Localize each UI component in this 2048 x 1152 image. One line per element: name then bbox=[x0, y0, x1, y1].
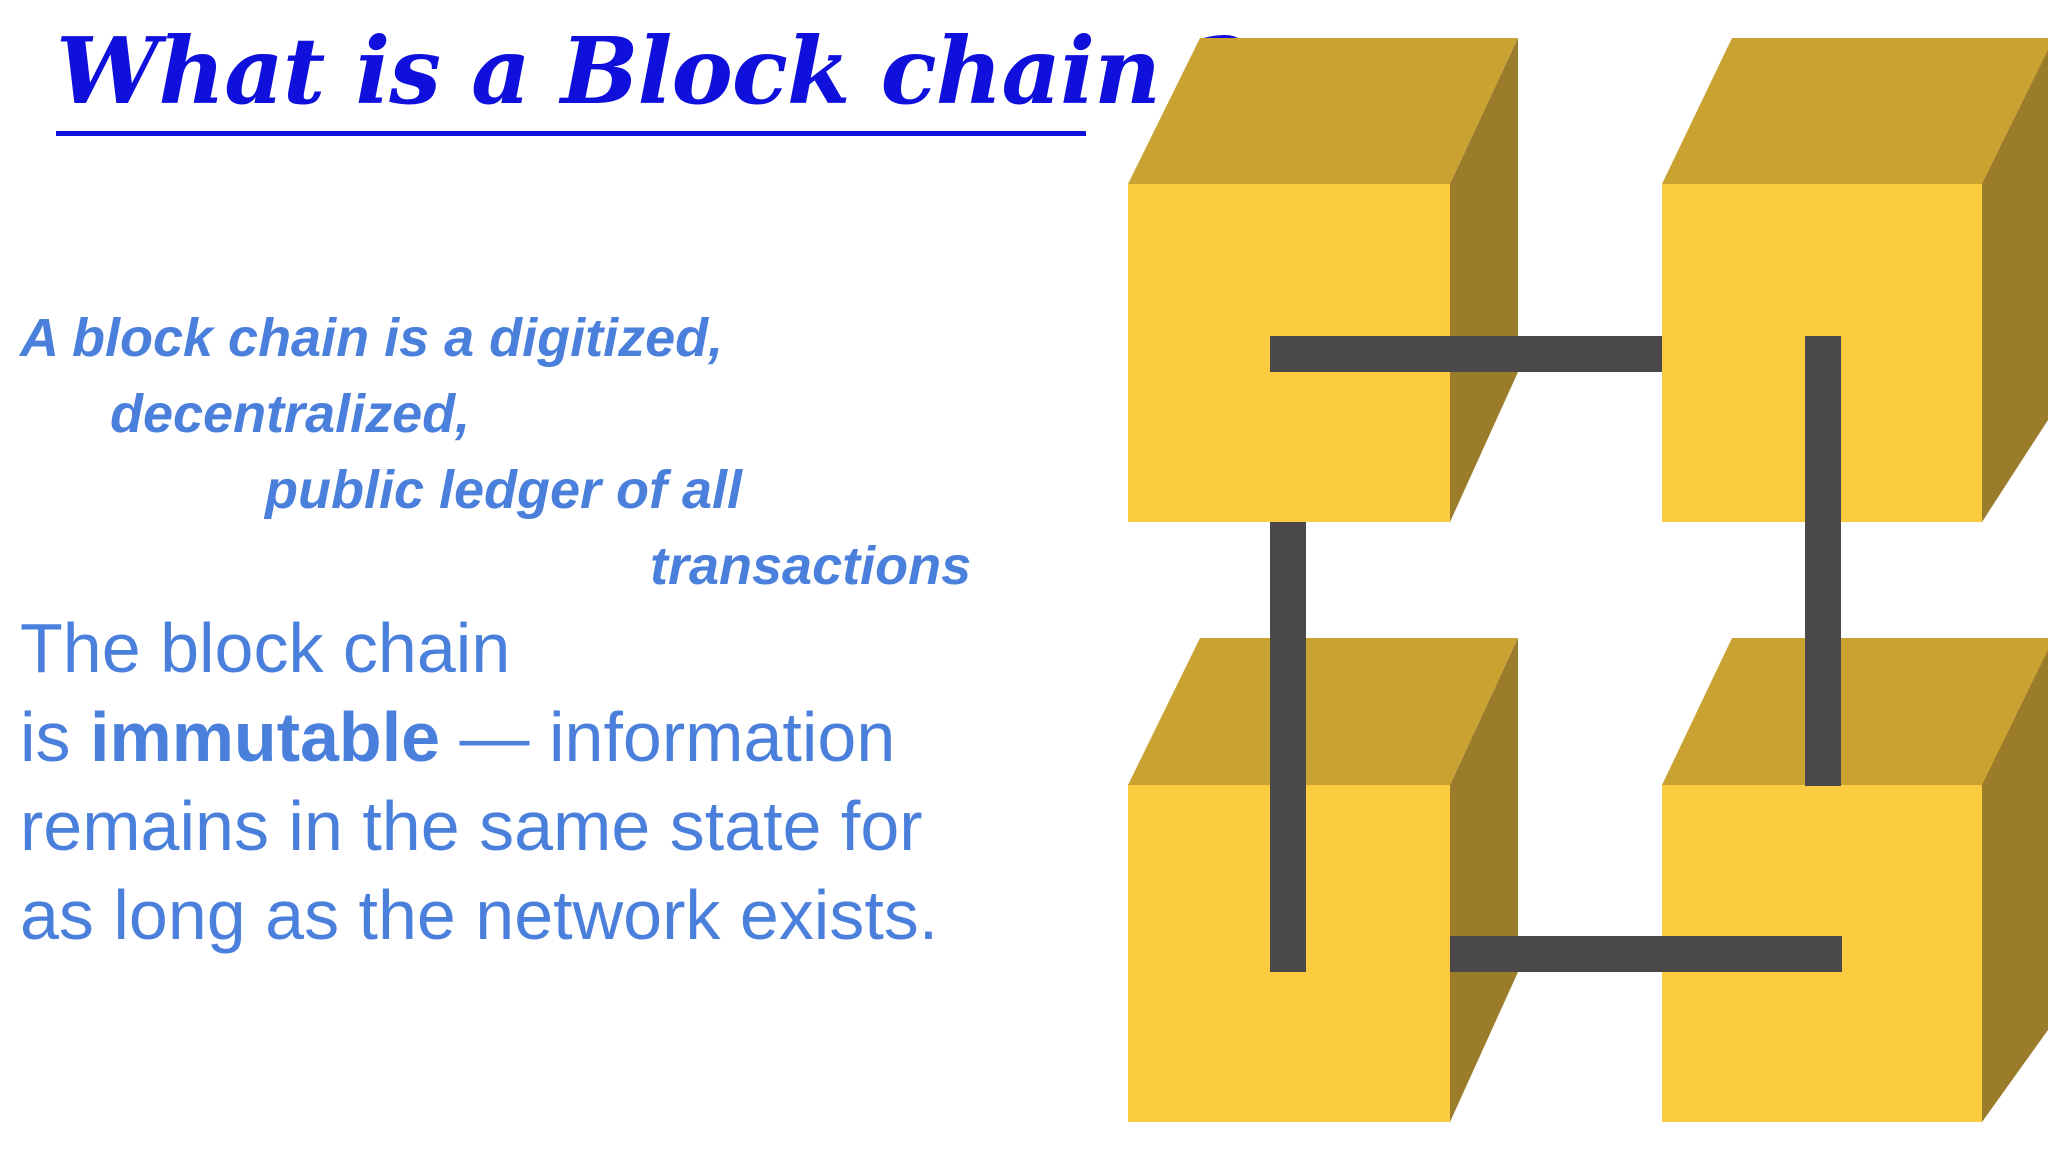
paragraph-line: as long as the network exists. bbox=[20, 876, 939, 954]
immutable-emphasis: immutable bbox=[90, 698, 441, 776]
chain-link-bottom bbox=[1450, 936, 1842, 972]
title-underline bbox=[56, 131, 1086, 136]
definition-text: A block chain is a digitized, decentrali… bbox=[20, 300, 971, 604]
definition-line: decentralized, bbox=[110, 384, 471, 444]
paragraph-line: The block chain bbox=[20, 609, 511, 687]
paragraph-line: remains in the same state for bbox=[20, 787, 923, 865]
chain-link-right bbox=[1805, 336, 1841, 786]
paragraph-suffix: — information bbox=[440, 698, 896, 776]
chain-link-left bbox=[1270, 522, 1306, 972]
blockchain-cubes-icon bbox=[1128, 38, 2048, 1122]
definition-line: transactions bbox=[650, 536, 972, 596]
cube-bottom-right bbox=[1662, 638, 2048, 1122]
cube-top-left bbox=[1128, 38, 1518, 522]
chain-link-top bbox=[1270, 336, 1662, 372]
definition-line: public ledger of all bbox=[265, 460, 743, 520]
definition-line: A block chain is a digitized, bbox=[20, 308, 724, 368]
cube-top-right bbox=[1662, 38, 2048, 522]
immutability-paragraph: The block chain is immutable — informati… bbox=[20, 604, 1080, 960]
paragraph-prefix: is bbox=[20, 698, 90, 776]
cube-bottom-left bbox=[1128, 638, 1518, 1122]
slide-title: What is a Block chain ? bbox=[56, 17, 1245, 125]
